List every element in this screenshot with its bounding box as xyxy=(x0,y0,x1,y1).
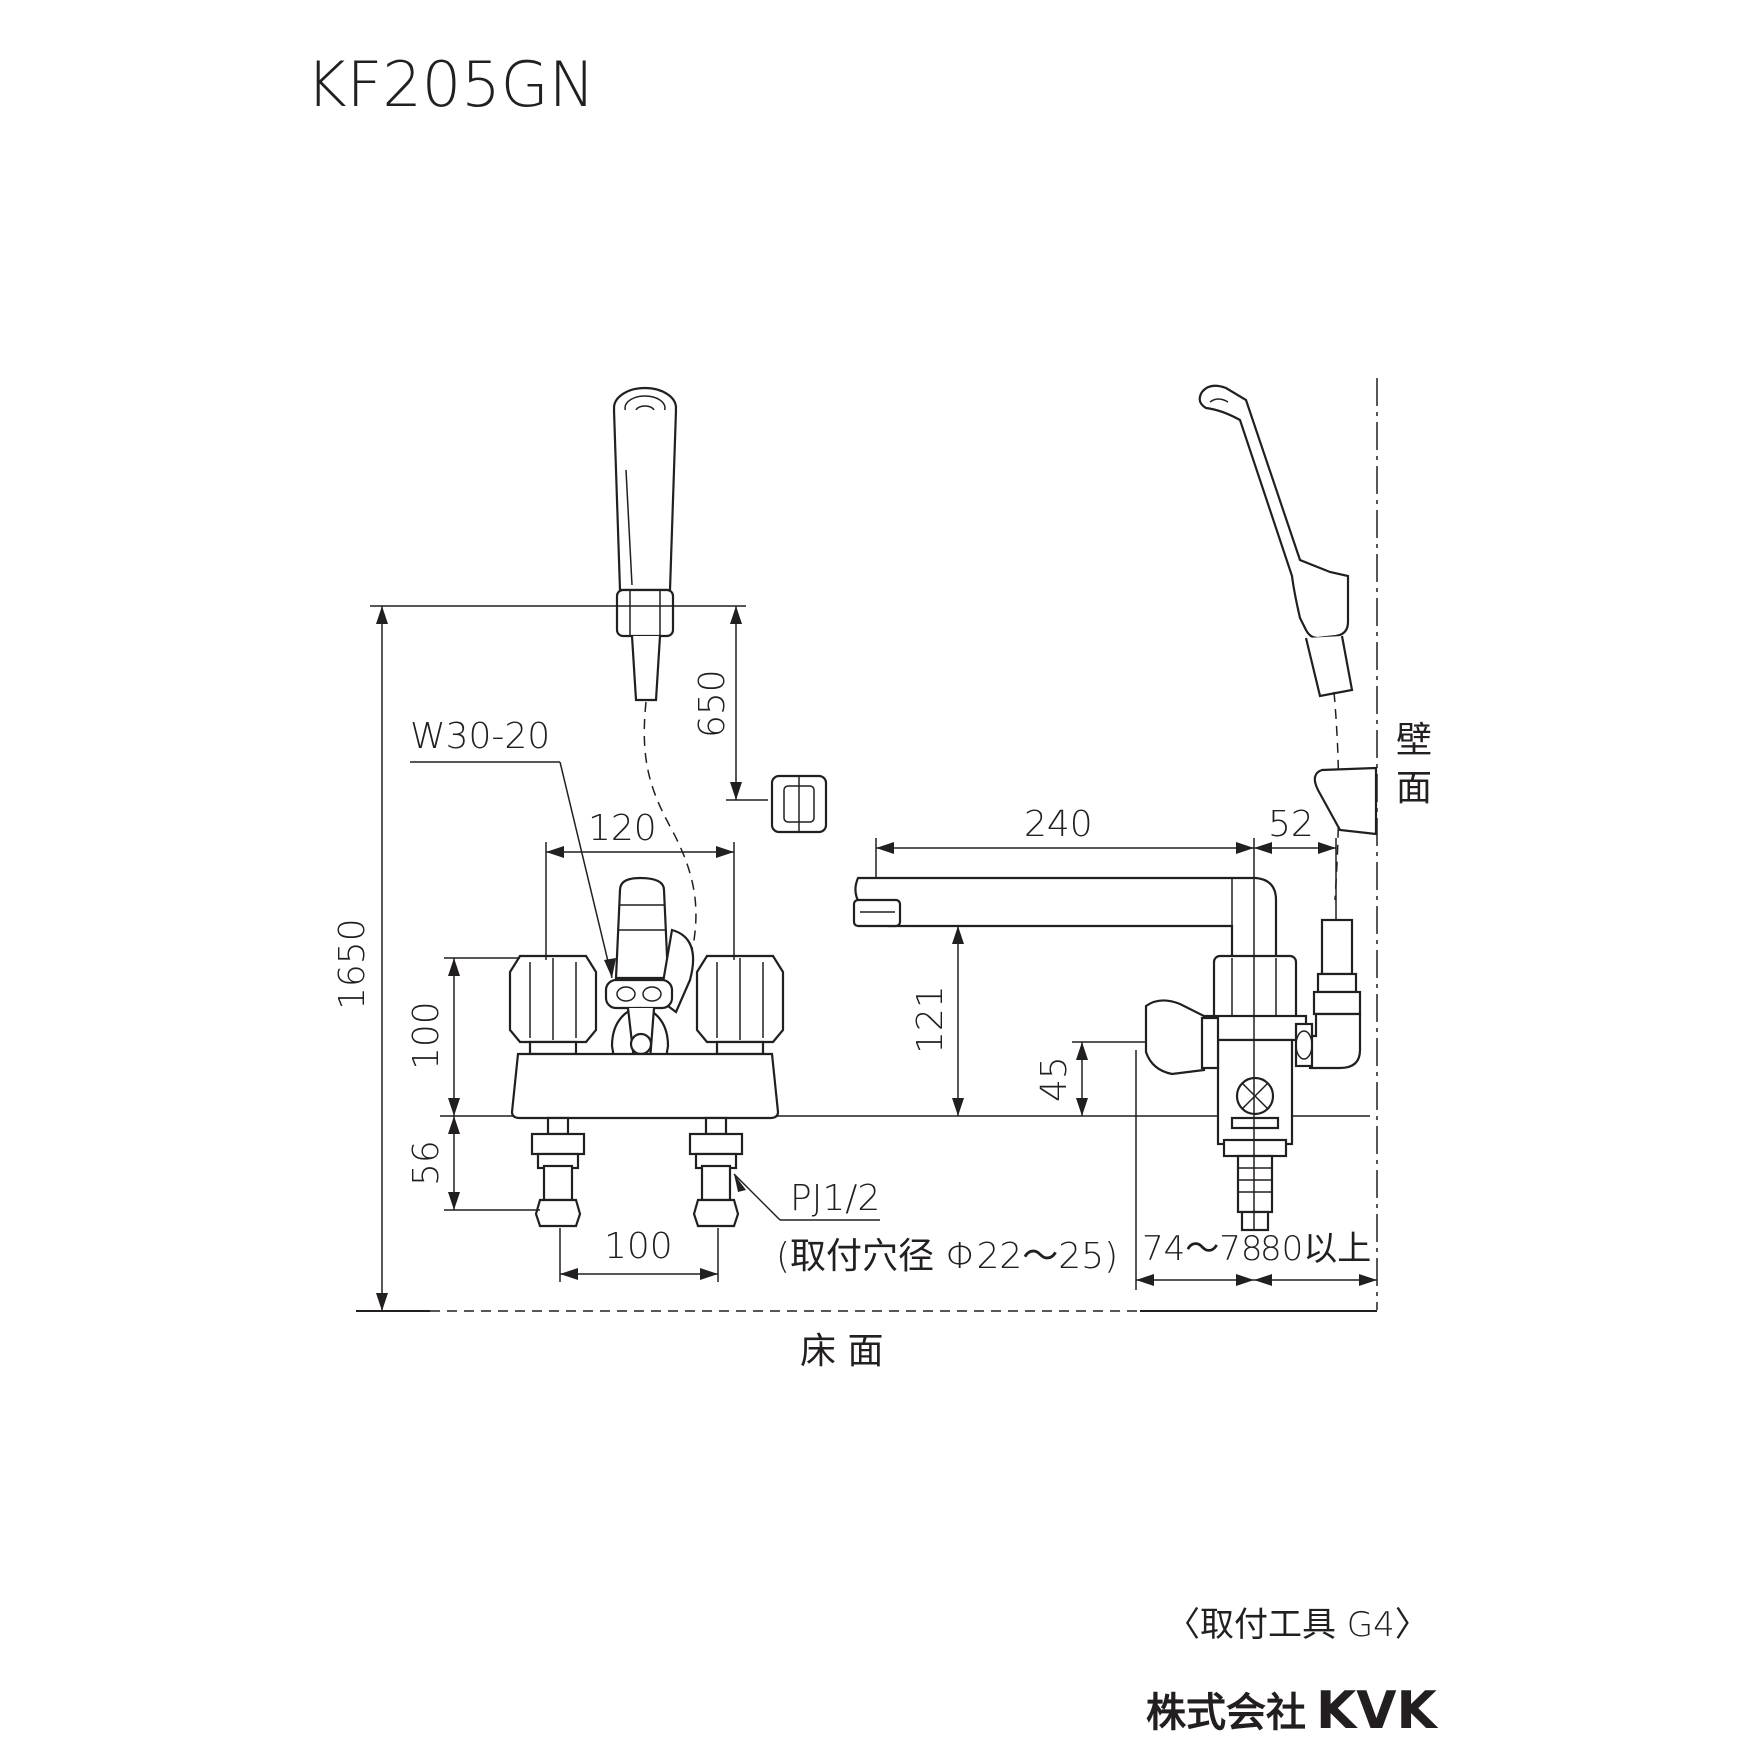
dim-121-label: 121 xyxy=(910,985,951,1054)
dim-pipe-spacing: 100 xyxy=(559,1226,719,1282)
spare-hanger-icon xyxy=(770,774,828,834)
dim-side-height: 45 xyxy=(1034,1041,1146,1116)
pipe-thread-leader: PJ1/2 (取付穴径 Φ22～25) xyxy=(733,1173,1118,1277)
side-wall-hanger-icon xyxy=(1313,766,1378,836)
spout-icon xyxy=(852,876,1278,960)
floor: 床 面 xyxy=(356,1310,1377,1372)
company-prefix: 株式会社 xyxy=(1146,1690,1306,1736)
dim-wall-clearance: 52 xyxy=(1254,804,1337,920)
dim-650-label: 650 xyxy=(692,669,733,738)
wall-label-1: 壁 xyxy=(1396,720,1432,761)
left-handle-icon xyxy=(508,954,598,1056)
hole-diameter-label: (取付穴径 Φ22～25) xyxy=(776,1236,1118,1277)
dim-100-spacing-label: 100 xyxy=(604,1226,673,1267)
right-supply-leg-icon xyxy=(688,1116,744,1228)
side-knob-icon xyxy=(1144,999,1206,1076)
dim-74-78-label: 74～78 xyxy=(1142,1229,1263,1269)
dim-120-label: 120 xyxy=(588,808,657,849)
dim-side-range: 74～78 xyxy=(1135,1050,1263,1290)
dim-body-height: 100 xyxy=(406,957,520,1116)
diverter-icon xyxy=(614,876,695,1014)
dim-leg-length: 56 xyxy=(406,1116,540,1211)
floor-label: 床 面 xyxy=(800,1331,883,1372)
model-title: KF205GN xyxy=(306,48,595,121)
shower-outlet-elbow-icon xyxy=(1294,918,1362,1070)
dim-80-min-label: 80以上 xyxy=(1260,1229,1371,1269)
right-handle-icon xyxy=(695,954,785,1056)
pipe-thread-label: PJ1/2 xyxy=(790,1178,880,1219)
dim-56-label: 56 xyxy=(406,1140,447,1186)
dim-total-height: 1650 xyxy=(332,605,746,1311)
front-view-faucet xyxy=(508,386,828,1228)
dim-1650-label: 1650 xyxy=(332,918,373,1010)
left-supply-leg-icon xyxy=(530,1116,586,1228)
dim-hanger-offset: 650 xyxy=(692,606,768,801)
side-view-faucet xyxy=(852,384,1378,1232)
hose-label: W30-20 xyxy=(410,716,550,757)
shower-hanger-icon xyxy=(615,588,675,702)
company-brand: KVK xyxy=(1316,1681,1439,1741)
dim-wall-min: 80以上 xyxy=(1254,1229,1377,1286)
dim-spout-height: 121 xyxy=(910,925,968,1116)
shower-head-icon xyxy=(612,386,678,592)
side-shower-head-icon xyxy=(1198,384,1354,698)
dim-handle-span: 120 xyxy=(545,808,735,960)
wall-label-2: 面 xyxy=(1396,768,1432,809)
dim-45-label: 45 xyxy=(1034,1056,1075,1102)
hose-label-leader: W30-20 xyxy=(410,716,616,979)
tool-note: 〈取付工具 G4〉 xyxy=(1166,1605,1429,1645)
faucet-base xyxy=(510,1052,780,1120)
dim-spout-reach: 240 xyxy=(875,804,1255,1230)
dim-52-label: 52 xyxy=(1268,804,1314,845)
company-logo: 株式会社 KVK xyxy=(1146,1681,1439,1741)
dim-100-height-label: 100 xyxy=(406,1001,447,1070)
wall: 壁 面 xyxy=(1376,378,1432,1310)
dim-240-label: 240 xyxy=(1024,804,1093,845)
